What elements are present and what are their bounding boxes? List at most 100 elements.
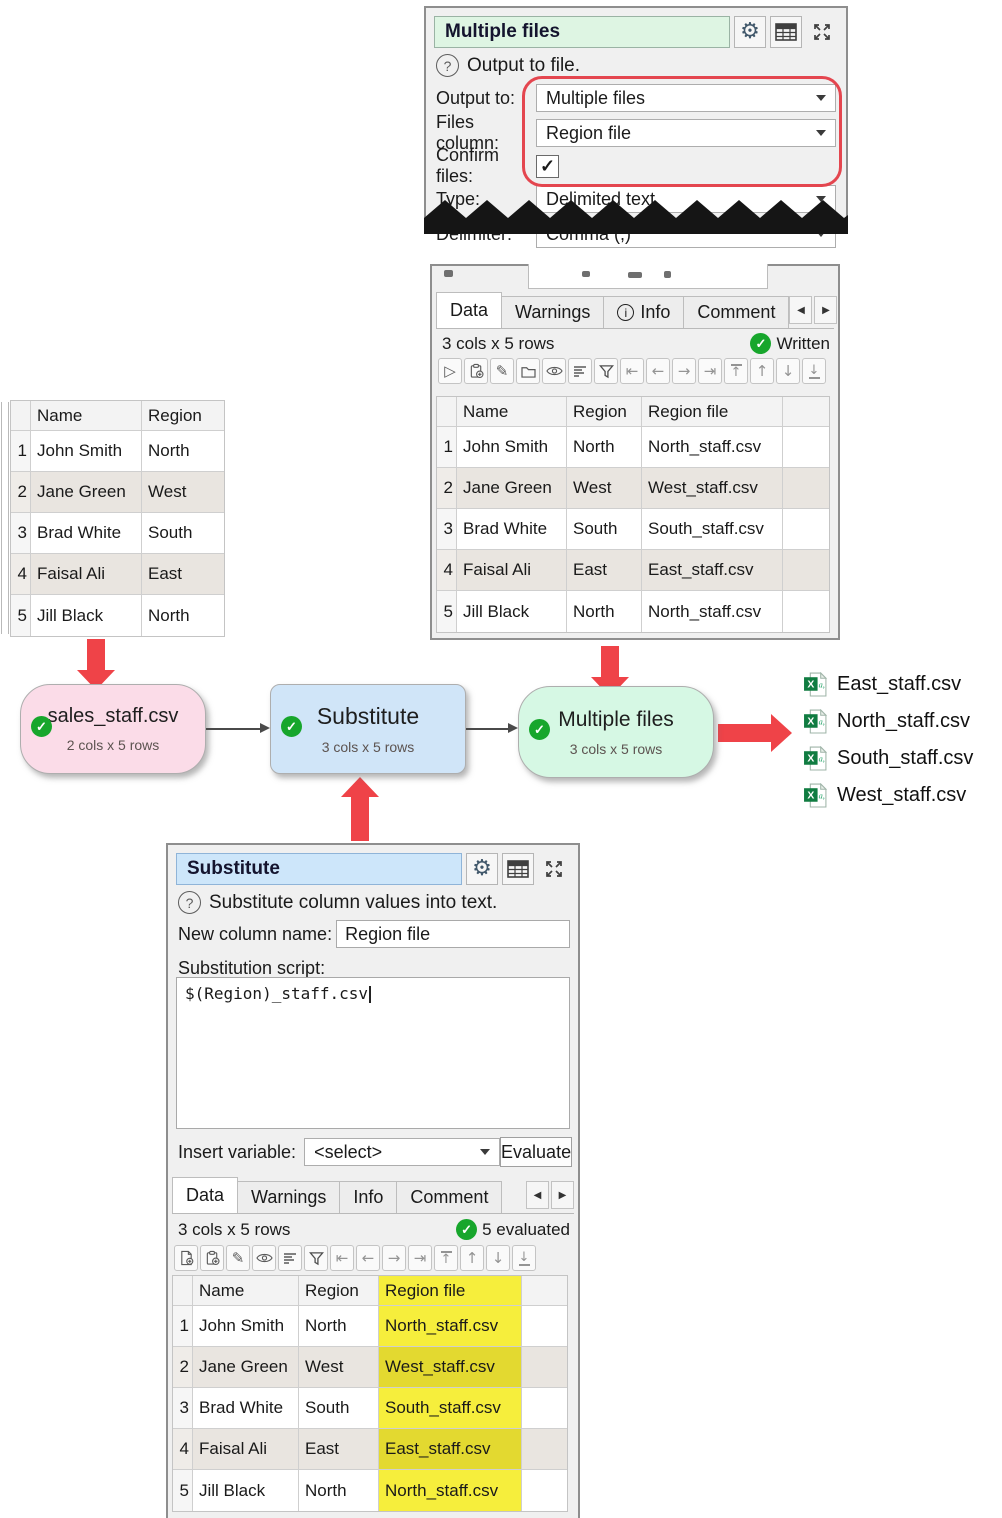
move-right-button[interactable]: → <box>382 1245 406 1271</box>
column-header[interactable]: Name <box>193 1276 299 1305</box>
cell-name: John Smith <box>193 1306 299 1346</box>
cell-region: East <box>142 554 224 594</box>
help-icon[interactable]: ? <box>178 891 201 914</box>
tab-warnings[interactable]: Warnings <box>501 296 605 328</box>
files-column-dropdown[interactable]: Region file <box>536 119 836 147</box>
new-column-name-input[interactable]: Region file <box>336 920 570 948</box>
row-number: 4 <box>437 550 457 590</box>
view-button[interactable] <box>252 1245 276 1271</box>
node-info: 3 cols x 5 rows <box>569 740 663 757</box>
tab-data[interactable]: Data <box>172 1177 239 1213</box>
evaluate-button[interactable]: Evaluate <box>500 1137 573 1167</box>
new-column-name-value: Region file <box>345 923 431 944</box>
move-top-button[interactable]: ↑ <box>434 1245 458 1271</box>
format-button[interactable] <box>278 1245 302 1271</box>
move-first-button[interactable]: ⇤ <box>330 1245 354 1271</box>
move-bottom-button[interactable]: ↓ <box>802 358 826 384</box>
cell-name: Jill Black <box>193 1470 299 1511</box>
cell-region-file: North_staff.csv <box>642 591 783 632</box>
tab-comment[interactable]: Comment <box>396 1181 503 1213</box>
filter-button[interactable] <box>304 1245 328 1271</box>
node-success-icon: ✓ <box>529 718 550 740</box>
column-header[interactable]: Region file <box>642 397 783 426</box>
column-header-highlighted[interactable]: Region file <box>379 1276 522 1305</box>
tab-scroll-left-button[interactable]: ◀ <box>789 296 813 324</box>
column-header[interactable]: Region <box>567 397 642 426</box>
expand-button[interactable] <box>538 853 570 885</box>
insert-variable-dropdown[interactable]: <select> <box>304 1138 501 1166</box>
move-left-button[interactable]: ← <box>356 1245 380 1271</box>
move-left-button[interactable]: ← <box>646 358 670 384</box>
tab-warnings[interactable]: Warnings <box>237 1181 341 1213</box>
bars-icon <box>574 366 586 377</box>
filter-button[interactable] <box>594 358 618 384</box>
new-button[interactable] <box>174 1245 198 1271</box>
move-last-button[interactable]: ⇥ <box>698 358 722 384</box>
arrow-left-icon: ← <box>361 1248 375 1267</box>
expand-button[interactable] <box>806 16 838 48</box>
pencil-icon: ✎ <box>495 361 509 380</box>
column-header[interactable]: Region <box>299 1276 379 1305</box>
column-header[interactable]: Region <box>142 401 224 430</box>
tab-bar: Data Warnings i Info Comment ◀ ▶ <box>436 292 838 329</box>
node-multiple-files[interactable]: ✓ Multiple files 3 cols x 5 rows <box>518 686 714 778</box>
tab-label: Warnings <box>251 1187 327 1207</box>
move-last-button[interactable]: ⇥ <box>408 1245 432 1271</box>
node-sales-staff-csv[interactable]: ✓ sales_staff.csv 2 cols x 5 rows <box>20 684 206 774</box>
substitution-script-textarea[interactable]: $(Region)_staff.csv <box>176 977 570 1129</box>
success-check-icon: ✓ <box>750 333 772 354</box>
column-header[interactable]: Name <box>31 401 142 430</box>
folder-icon <box>520 366 536 378</box>
edit-button[interactable]: ✎ <box>490 358 514 384</box>
table-grid-icon <box>507 860 529 878</box>
move-up-button[interactable]: ↑ <box>460 1245 484 1271</box>
open-button[interactable] <box>516 358 540 384</box>
grid-view-button[interactable] <box>502 853 534 885</box>
node-substitute[interactable]: ✓ Substitute 3 cols x 5 rows <box>270 684 466 774</box>
play-button[interactable]: ▷ <box>438 358 462 384</box>
pencil-icon: ✎ <box>231 1248 245 1267</box>
evaluated-status: 5 evaluated <box>482 1219 570 1239</box>
cell-region-file: North_staff.csv <box>379 1470 522 1511</box>
help-icon[interactable]: ? <box>436 54 459 77</box>
move-top-button[interactable]: ↑ <box>724 358 748 384</box>
node-success-icon: ✓ <box>31 715 52 737</box>
view-button[interactable] <box>542 358 566 384</box>
move-right-button[interactable]: → <box>672 358 696 384</box>
tab-comment[interactable]: Comment <box>683 296 790 328</box>
torn-left-edge <box>1 402 9 634</box>
tab-info[interactable]: Info <box>339 1181 398 1213</box>
svg-text:a,: a, <box>819 792 825 801</box>
move-down-button[interactable]: ↓ <box>776 358 800 384</box>
funnel-icon <box>308 1251 324 1265</box>
column-header[interactable]: Name <box>457 397 567 426</box>
edit-button[interactable]: ✎ <box>226 1245 250 1271</box>
options-button[interactable]: ⚙ <box>734 16 766 48</box>
output-to-dropdown[interactable]: Multiple files <box>536 84 836 112</box>
clipboard-plus-icon <box>206 1250 220 1266</box>
tab-scroll-right-button[interactable]: ▶ <box>551 1181 574 1209</box>
options-button[interactable]: ⚙ <box>466 853 498 885</box>
copy-button[interactable] <box>464 358 488 384</box>
torn-edge <box>424 200 848 234</box>
grid-view-button[interactable] <box>770 16 802 48</box>
format-button[interactable] <box>568 358 592 384</box>
svg-text:a,: a, <box>819 718 825 727</box>
tab-scroll-right-button[interactable]: ▶ <box>814 296 838 324</box>
bars-icon <box>284 1253 296 1264</box>
preview-toolbar: ✎ ⇤ ← → ⇥ ↑ ↑ ↓ ↓ <box>168 1243 536 1275</box>
tab-data[interactable]: Data <box>436 292 503 328</box>
confirm-files-checkbox[interactable]: ✓ <box>536 154 559 178</box>
tab-info[interactable]: i Info <box>603 296 685 328</box>
copy-button[interactable] <box>200 1245 224 1271</box>
table-row: 4 Faisal Ali East <box>11 554 224 595</box>
move-up-button[interactable]: ↑ <box>750 358 774 384</box>
table-row: 2 Jane Green West West_staff.csv <box>437 468 829 509</box>
move-down-button[interactable]: ↓ <box>486 1245 510 1271</box>
cell-name: John Smith <box>31 431 142 471</box>
tab-scroll-left-button[interactable]: ◀ <box>526 1181 549 1209</box>
file-name: North_staff.csv <box>837 710 971 732</box>
move-first-button[interactable]: ⇤ <box>620 358 644 384</box>
move-bottom-button[interactable]: ↓ <box>512 1245 536 1271</box>
